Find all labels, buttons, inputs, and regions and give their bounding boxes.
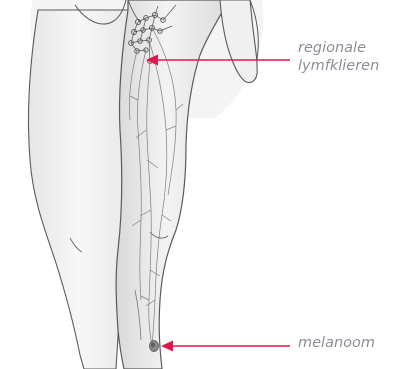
- lymph-nodes-label-line2: lymfklieren: [298, 57, 379, 75]
- melanoma-label: melanoom: [298, 334, 375, 352]
- lymph-nodes-label: regionale lymfklieren: [298, 39, 379, 75]
- left-arrow-icon: [161, 341, 290, 352]
- melanoma-spot: [150, 341, 159, 352]
- lymph-nodes-label-line1: regionale: [298, 39, 379, 57]
- left-leg: [28, 10, 130, 369]
